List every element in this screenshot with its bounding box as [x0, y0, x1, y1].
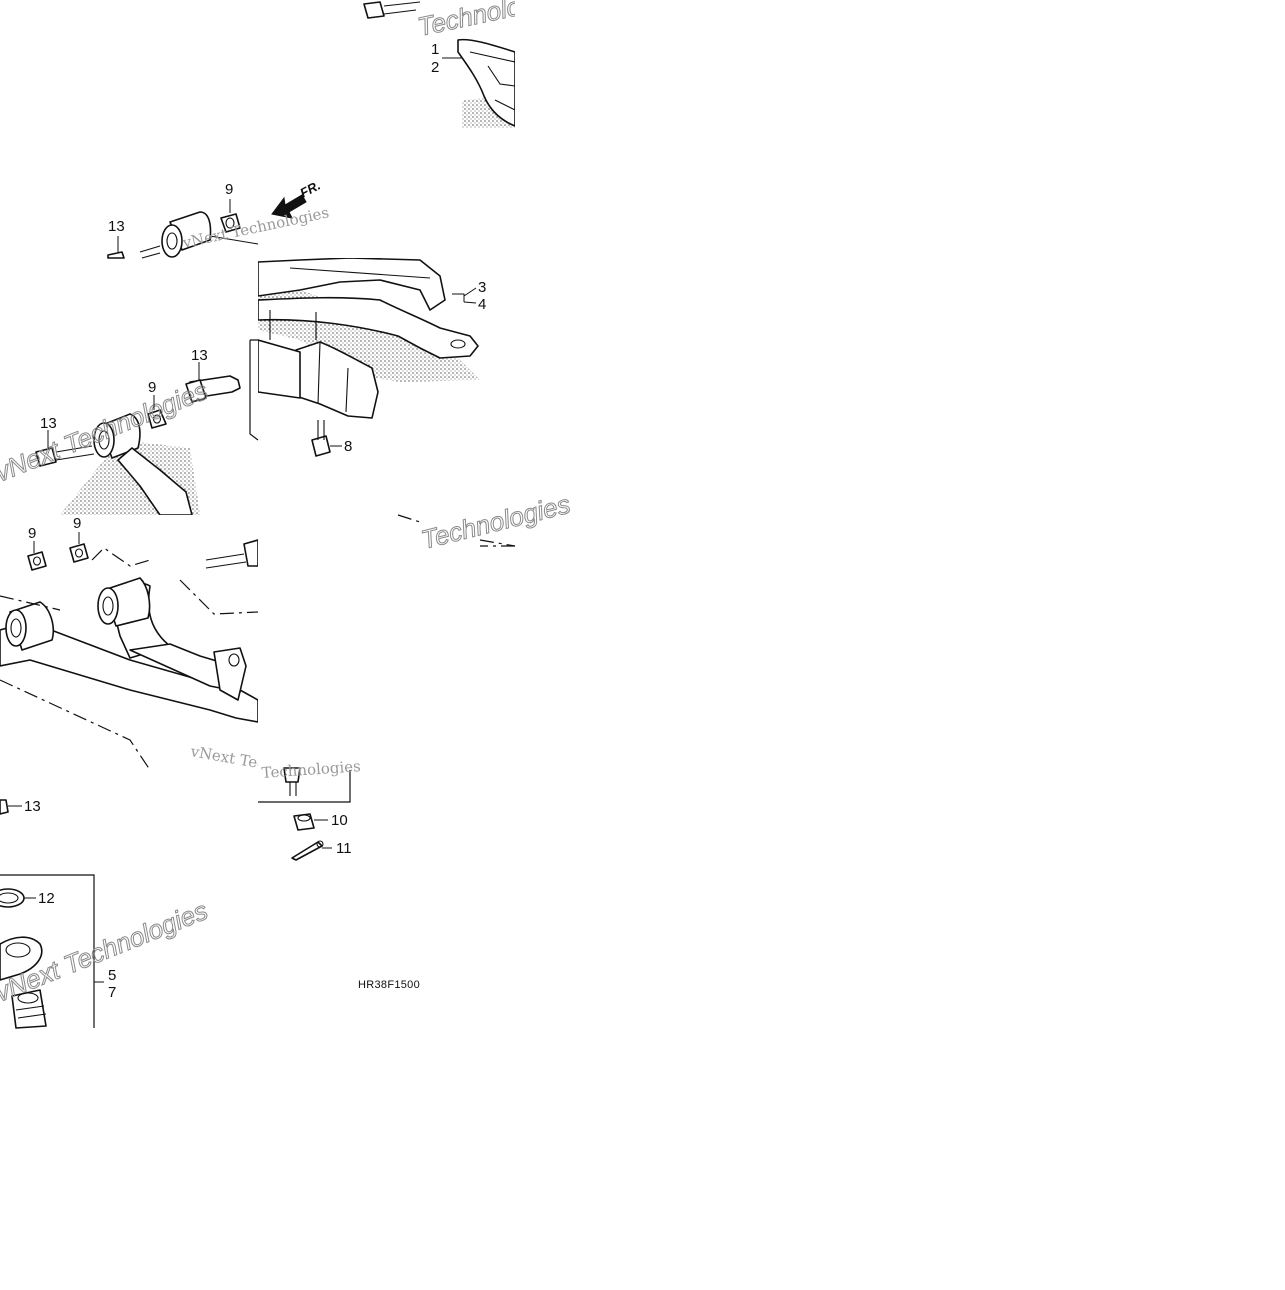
lower-arm-tile: vNext Technologies	[0, 539, 258, 770]
flange-bolt-13-left	[35, 447, 57, 467]
frame-mid-tile	[258, 258, 480, 419]
callout-4: 4	[478, 296, 486, 313]
callout-13-top: 13	[108, 218, 125, 235]
flange-bolt-lower	[243, 539, 258, 567]
callout-1: 1	[431, 41, 439, 58]
flange-bolt-13-bottom	[0, 799, 9, 815]
watermark-mid-right: Technologies	[418, 489, 573, 555]
callout-13-left: 13	[40, 415, 57, 432]
callout-8: 8	[344, 438, 352, 455]
lower-arm-part	[0, 621, 258, 723]
watermark-ball-joint: Technologies	[261, 757, 361, 782]
ball-joint-stud	[283, 767, 301, 796]
nut-9-mid	[147, 409, 167, 429]
callout-12: 12	[38, 890, 55, 907]
skid-plate-part	[457, 38, 515, 127]
knuckle-part	[0, 936, 47, 1029]
bolt-8	[311, 420, 331, 457]
callout-13-mid: 13	[191, 347, 208, 364]
flange-bolt-13-mid	[185, 379, 207, 403]
callout-13-bottom: 13	[24, 798, 41, 815]
callout-10: 10	[331, 812, 348, 829]
nut-9-top	[220, 213, 241, 233]
castle-nut-10	[293, 813, 315, 831]
callout-9-mid: 9	[148, 379, 156, 396]
frame-bracket-part	[258, 296, 479, 359]
watermark-top: Technologies	[415, 0, 570, 42]
illustration-code: HR38F1500	[358, 979, 420, 991]
callout-7: 7	[108, 984, 116, 1001]
guard-top-tile: Technologies	[363, 0, 570, 128]
callout-11: 11	[336, 840, 352, 857]
upper-arm-part	[117, 447, 193, 515]
flange-bolt-head-top	[363, 1, 385, 19]
front-guard-part	[295, 341, 379, 419]
knuckle-frame	[0, 874, 95, 1028]
upper-arm-mid-tile: vNext Technologies	[0, 375, 241, 515]
nut-9-lower-b	[69, 543, 89, 563]
callout-2: 2	[431, 59, 439, 76]
upper-arm-bushing-top: vNext Technologies	[107, 203, 331, 259]
ball-joint-mount-part	[213, 647, 247, 701]
callout-5: 5	[108, 967, 116, 984]
callout-9-lower-b: 9	[73, 515, 81, 532]
ball-joint-frame	[258, 770, 351, 803]
circlip-12	[0, 888, 25, 908]
nut-9-lower-a	[27, 551, 47, 571]
callout-3: 3	[478, 279, 486, 296]
assembly-guide-line	[397, 514, 516, 547]
callout-9-lower-a: 9	[28, 525, 36, 542]
callout-9-top: 9	[225, 181, 233, 198]
cotter-pin-11	[291, 840, 324, 861]
